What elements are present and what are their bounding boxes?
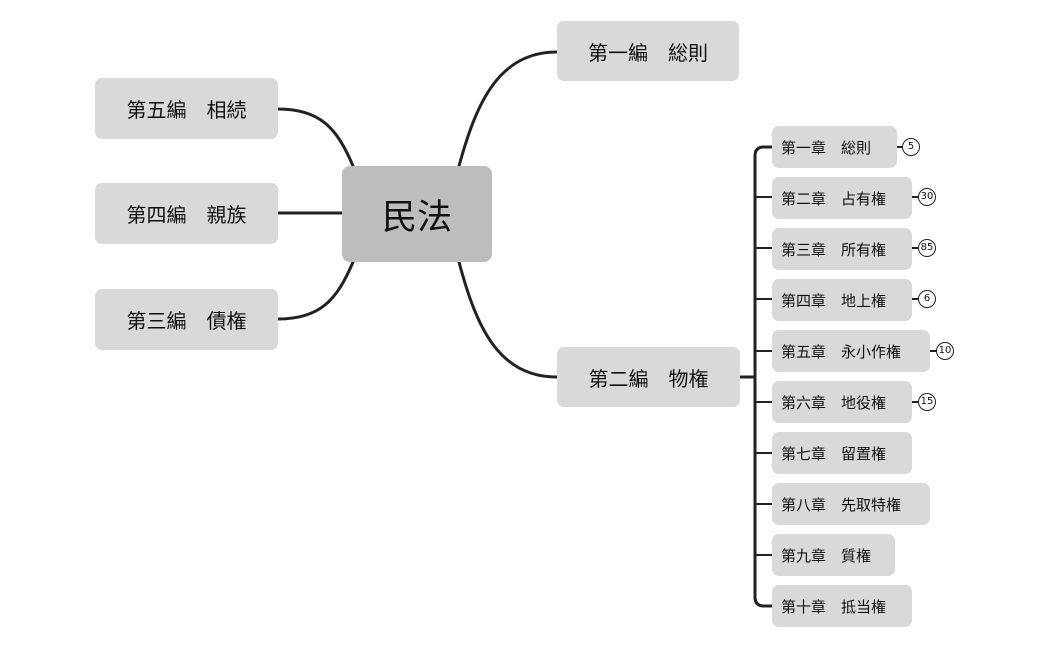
chapter-node-8[interactable]: 第八章 先取特権 (772, 483, 930, 525)
part-node-book4-relatives[interactable]: 第四編 親族 (95, 183, 278, 244)
connector-root-part5 (276, 107, 355, 168)
chapter-node-label: 第九章 質権 (781, 546, 872, 565)
chapter-node-2[interactable]: 第二章 占有権 (772, 177, 912, 219)
part-node-label: 第四編 親族 (126, 203, 247, 227)
part-node-label: 第一編 総則 (588, 40, 708, 65)
chapter-node-9[interactable]: 第九章 質権 (772, 534, 895, 576)
connector-root-part1 (457, 50, 559, 168)
part-node-label: 第三編 債権 (126, 309, 247, 333)
root-node-label: 民法 (381, 197, 452, 238)
chapter-node-label: 第六章 地役権 (781, 393, 887, 412)
chapter-node-6[interactable]: 第六章 地役権 (772, 381, 912, 423)
connector-root-part3 (276, 260, 355, 321)
chapter-node-label: 第五章 永小作権 (781, 342, 902, 361)
count-badge-chapter-6: 15 (918, 393, 936, 411)
chapter-node-label: 第三章 所有権 (781, 240, 887, 259)
chapter-node-label: 第四章 地上権 (781, 291, 887, 310)
chapter-node-3[interactable]: 第三章 所有権 (772, 228, 912, 270)
chapter-node-label: 第十章 抵当権 (781, 597, 887, 616)
chapter-node-label: 第八章 先取特権 (781, 495, 902, 514)
count-badge-chapter-1: 5 (902, 138, 920, 156)
part-node-book3-obligations[interactable]: 第三編 債権 (95, 289, 278, 350)
part-node-book1-general[interactable]: 第一編 総則 (557, 21, 739, 81)
chapter-node-1[interactable]: 第一章 総則 (772, 126, 897, 168)
chapter-node-label: 第二章 占有権 (781, 189, 887, 208)
count-badge-chapter-3: 85 (918, 239, 936, 257)
chapter-node-7[interactable]: 第七章 留置権 (772, 432, 912, 474)
part-node-label: 第五編 相続 (126, 98, 247, 122)
count-badge-chapter-5: 10 (936, 342, 954, 360)
root-node-civil-code[interactable]: 民法 (342, 166, 492, 262)
part-node-label: 第二編 物権 (588, 366, 709, 391)
chapter-node-4[interactable]: 第四章 地上権 (772, 279, 912, 321)
connector-chapter-bracket (753, 145, 774, 608)
chapter-node-5[interactable]: 第五章 永小作権 (772, 330, 930, 372)
part-node-book2-real-rights[interactable]: 第二編 物権 (557, 347, 740, 407)
chapter-node-10[interactable]: 第十章 抵当権 (772, 585, 912, 627)
count-badge-chapter-4: 6 (918, 290, 936, 308)
part-node-book5-succession[interactable]: 第五編 相続 (95, 78, 278, 139)
count-badge-chapter-2: 30 (918, 188, 936, 206)
chapter-node-label: 第七章 留置権 (781, 444, 887, 463)
chapter-node-label: 第一章 総則 (781, 138, 872, 157)
connector-root-part2 (457, 260, 559, 379)
